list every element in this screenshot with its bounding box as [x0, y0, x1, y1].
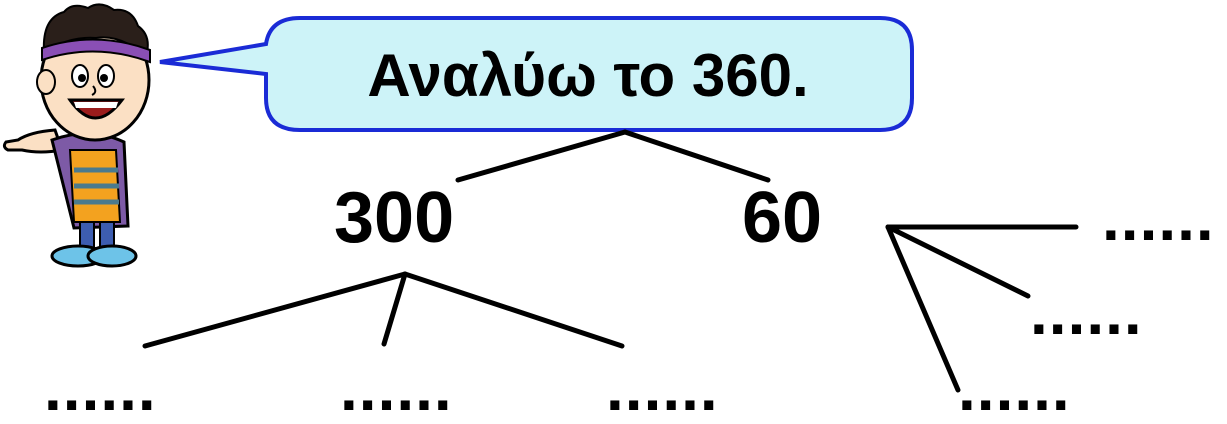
line-360-to-300	[455, 129, 628, 183]
line-360-to-60	[622, 129, 771, 183]
speech-bubble-shape	[159, 16, 914, 132]
line-300-to-blank-3	[402, 271, 625, 349]
line-60-to-blank-3	[885, 224, 961, 393]
diagram-canvas	[2, 3, 1079, 393]
line-300-to-blank-1	[142, 271, 408, 349]
cartoon-boy-illustration	[2, 3, 151, 268]
speech-bubble	[159, 16, 914, 132]
line-60-to-blank-2	[885, 224, 1031, 299]
blank-60-part-1: ......	[1102, 182, 1215, 254]
blank-300-part-1: ......	[44, 352, 157, 424]
blank-300-part-2: ......	[340, 352, 453, 424]
speech-bubble-text: Αναλύω το 360.	[367, 41, 809, 109]
part-300-label: 300	[334, 178, 455, 258]
line-300-to-blank-2	[381, 271, 408, 347]
part-60-label: 60	[742, 178, 823, 258]
blank-60-part-3: ......	[958, 352, 1071, 424]
decomposition-lines	[142, 129, 1079, 393]
blank-60-part-2: ......	[1030, 276, 1143, 348]
blank-300-part-3: ......	[606, 352, 719, 424]
